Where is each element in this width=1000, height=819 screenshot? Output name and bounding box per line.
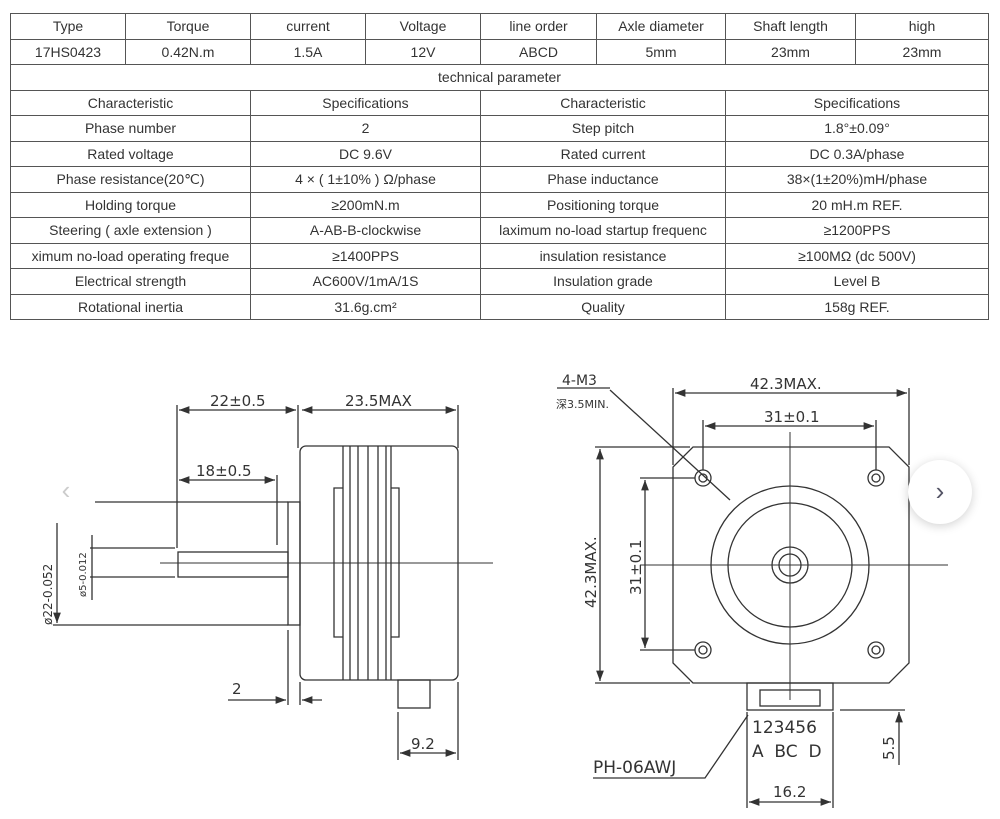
side-view-drawing: 22±0.5 23.5MAX 18±0.5 ø22-0.052 ø5-0.012… bbox=[41, 392, 493, 760]
summary-header-cell: Shaft length bbox=[725, 13, 856, 40]
chevron-right-icon: › bbox=[935, 476, 945, 506]
characteristic-cell: Positioning torque bbox=[480, 191, 726, 218]
spec-value-cell: DC 0.3A/phase bbox=[725, 140, 989, 167]
summary-header-cell: Axle diameter bbox=[596, 13, 726, 40]
tech-title-row: technical parameter bbox=[10, 64, 989, 91]
summary-value-cell: 23mm bbox=[855, 38, 989, 65]
chevron-left-icon: ‹ bbox=[61, 475, 71, 505]
dim-hole-spacing-h: 31±0.1 bbox=[764, 408, 820, 426]
front-view-drawing: 4-M3 深3.5MIN. 42.3MAX. 31±0.1 42.3MAX. 3… bbox=[556, 373, 948, 808]
spec-value-cell: 38×(1±20%)mH/phase bbox=[725, 166, 989, 193]
characteristic-cell: ximum no-load operating freque bbox=[10, 242, 251, 269]
dim-flange-diameter: ø22-0.052 bbox=[41, 564, 55, 625]
characteristic-cell: Phase inductance bbox=[480, 166, 726, 193]
spec-value-cell: 2 bbox=[250, 115, 481, 142]
spec-value-cell: AC600V/1mA/1S bbox=[250, 268, 481, 295]
characteristic-cell: Quality bbox=[480, 293, 726, 320]
carousel-prev-button[interactable]: ‹ bbox=[52, 474, 80, 506]
summary-header-cell: Type bbox=[10, 13, 126, 40]
pin-numbers: 123456 bbox=[752, 718, 817, 738]
screw-label: 4-M3 bbox=[562, 373, 597, 389]
spec-value-cell: A-AB-B-clockwise bbox=[250, 217, 481, 244]
connector-label: PH-06AWJ bbox=[593, 758, 676, 778]
spec-value-cell: 31.6g.cm² bbox=[250, 293, 481, 320]
summary-value-cell: 1.5A bbox=[250, 38, 366, 65]
dim-height: 42.3MAX. bbox=[582, 536, 600, 608]
spec-value-cell: ≥1400PPS bbox=[250, 242, 481, 269]
dim-flat-length: 18±0.5 bbox=[196, 462, 252, 480]
characteristic-cell: Phase number bbox=[10, 115, 251, 142]
summary-header-cell: line order bbox=[480, 13, 597, 40]
dim-shaft-diameter: ø5-0.012 bbox=[78, 552, 89, 597]
characteristic-cell: Holding torque bbox=[10, 191, 251, 218]
spec-value-cell: 20 mH.m REF. bbox=[725, 191, 989, 218]
characteristic-cell: laximum no-load startup frequenc bbox=[480, 217, 726, 244]
summary-value-cell: 12V bbox=[365, 38, 481, 65]
characteristic-cell: Characteristic bbox=[10, 89, 251, 116]
dim-flange-thickness: 2 bbox=[232, 680, 242, 698]
dim-connector-width: 16.2 bbox=[773, 783, 806, 801]
spec-value-cell: 1.8°±0.09° bbox=[725, 115, 989, 142]
screw-depth: 深3.5MIN. bbox=[556, 398, 609, 411]
summary-header-cell: current bbox=[250, 13, 366, 40]
dim-shaft-length: 22±0.5 bbox=[210, 392, 266, 410]
summary-value-cell: ABCD bbox=[480, 38, 597, 65]
dim-connector-depth: 9.2 bbox=[411, 735, 435, 753]
spec-value-cell: ≥200mN.m bbox=[250, 191, 481, 218]
summary-value-cell: 0.42N.m bbox=[125, 38, 251, 65]
pin-phases: A BC D bbox=[752, 742, 822, 762]
spec-value-cell: Specifications bbox=[725, 89, 989, 116]
spec-value-cell: 158g REF. bbox=[725, 293, 989, 320]
spec-value-cell: 4 × ( 1±10% ) Ω/phase bbox=[250, 166, 481, 193]
carousel-next-button[interactable]: › bbox=[908, 460, 972, 524]
summary-value-cell: 17HS0423 bbox=[10, 38, 126, 65]
spec-value-cell: ≥100MΩ (dc 500V) bbox=[725, 242, 989, 269]
characteristic-cell: Insulation grade bbox=[480, 268, 726, 295]
dim-body-length: 23.5MAX bbox=[345, 392, 412, 410]
dim-width: 42.3MAX. bbox=[750, 375, 822, 393]
characteristic-cell: Characteristic bbox=[480, 89, 726, 116]
tech-table-title: technical parameter bbox=[10, 64, 989, 91]
tech-table-row: Phase resistance(20℃)4 × ( 1±10% ) Ω/pha… bbox=[10, 166, 989, 193]
dim-hole-spacing-v: 31±0.1 bbox=[627, 539, 645, 595]
spec-value-cell: ≥1200PPS bbox=[725, 217, 989, 244]
dim-connector-height: 5.5 bbox=[880, 736, 898, 760]
